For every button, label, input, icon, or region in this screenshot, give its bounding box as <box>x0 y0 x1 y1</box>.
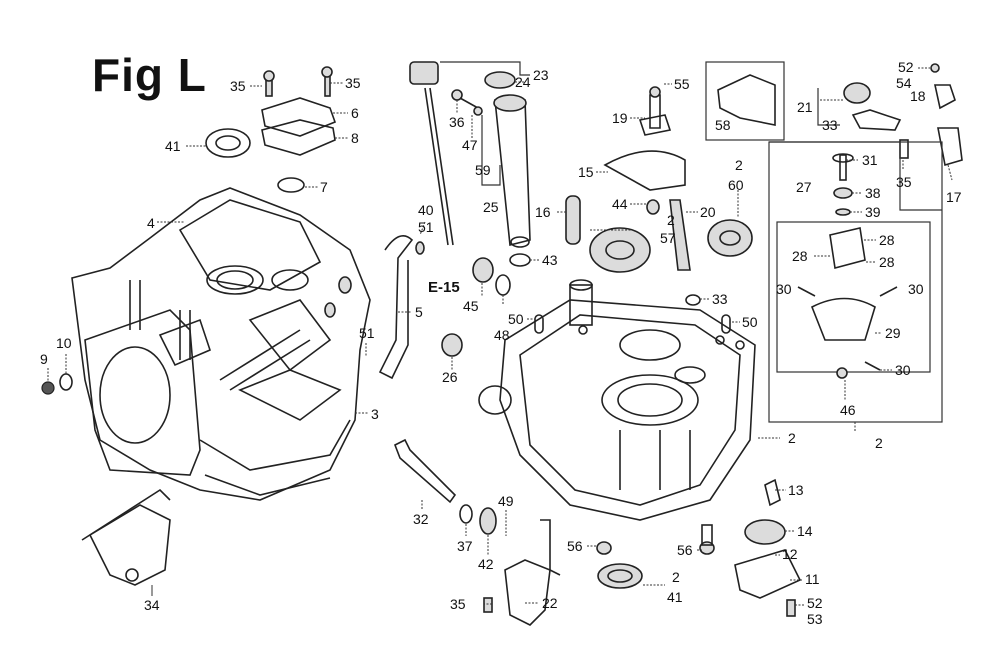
callout: 53 <box>807 611 823 627</box>
callout: 28 <box>879 232 895 248</box>
callout: 54 <box>896 75 912 91</box>
callout: 23 <box>533 67 549 83</box>
callout: 33 <box>712 291 728 307</box>
callout: 3 <box>371 406 379 422</box>
callout: 2 <box>875 435 883 451</box>
callout: 50 <box>508 311 524 327</box>
callout: 48 <box>494 327 510 343</box>
breather-cover-parts <box>41 66 337 586</box>
callout: 24 <box>515 74 531 90</box>
callout: 42 <box>478 556 494 572</box>
oil-filler-assembly <box>378 61 581 380</box>
callout: 19 <box>612 110 628 126</box>
callout: 46 <box>840 402 856 418</box>
callout: 28 <box>879 254 895 270</box>
callout: 4 <box>147 215 155 231</box>
callout: 30 <box>895 362 911 378</box>
callout: 8 <box>351 130 359 146</box>
callout: 2 <box>667 212 675 228</box>
callout: 12 <box>782 546 798 562</box>
crankcase-cover <box>478 279 756 521</box>
callout: 30 <box>776 281 792 297</box>
callout: 13 <box>788 482 804 498</box>
callout: 28 <box>792 248 808 264</box>
callout: 51 <box>359 325 375 341</box>
callout: 2 <box>735 157 743 173</box>
callout: 35 <box>230 78 246 94</box>
callout: 43 <box>542 252 558 268</box>
leader-lines <box>47 61 953 606</box>
callout: 9 <box>40 351 48 367</box>
callout: 35 <box>896 174 912 190</box>
callout: 34 <box>144 597 160 613</box>
callout: 17 <box>946 189 962 205</box>
callout: 22 <box>542 595 558 611</box>
callout: 35 <box>450 596 466 612</box>
callout: 59 <box>475 162 491 178</box>
callout: 37 <box>457 538 473 554</box>
callout: 20 <box>700 204 716 220</box>
callout: 2 <box>672 569 680 585</box>
callout: 30 <box>908 281 924 297</box>
callout: 10 <box>56 335 72 351</box>
callout: 26 <box>442 369 458 385</box>
reference-label: E-15 <box>428 279 460 296</box>
callout: 2 <box>788 430 796 446</box>
callout: 45 <box>463 298 479 314</box>
callout: 36 <box>449 114 465 130</box>
callout: 6 <box>351 105 359 121</box>
callout: 49 <box>498 493 514 509</box>
callout: 33 <box>822 117 838 133</box>
callout: 41 <box>667 589 683 605</box>
callout: 40 <box>418 202 434 218</box>
callout: 31 <box>862 152 878 168</box>
gear-plate-parts <box>589 61 785 334</box>
callout: 21 <box>797 99 813 115</box>
cylinder-block <box>71 187 371 501</box>
figure-title: Fig L <box>92 49 207 101</box>
callout: 56 <box>567 538 583 554</box>
callout: 52 <box>807 595 823 611</box>
callout: 44 <box>612 196 628 212</box>
callout: 16 <box>535 204 551 220</box>
callout: 39 <box>865 204 881 220</box>
callout: 56 <box>677 542 693 558</box>
callout: 5 <box>415 304 423 320</box>
callout: 55 <box>674 76 690 92</box>
lower-parts <box>393 438 715 626</box>
callout: 32 <box>413 511 429 527</box>
callout: 60 <box>728 177 744 193</box>
callout: 7 <box>320 179 328 195</box>
callout: 38 <box>865 185 881 201</box>
callout: 11 <box>805 571 820 587</box>
callout: 57 <box>660 230 676 246</box>
governor-assembly <box>734 63 963 617</box>
callout: 41 <box>165 138 181 154</box>
callout: 58 <box>715 117 731 133</box>
callout-labels: 35 35 6 8 41 7 4 9 10 51 3 34 23 24 36 4… <box>40 59 962 627</box>
callout: 51 <box>418 219 434 235</box>
callout: 47 <box>462 137 478 153</box>
callout: 29 <box>885 325 901 341</box>
callout: 18 <box>910 88 926 104</box>
callout: 52 <box>898 59 914 75</box>
callout: 27 <box>796 179 812 195</box>
callout: 15 <box>578 164 594 180</box>
callout: 14 <box>797 523 813 539</box>
callout: 35 <box>345 75 361 91</box>
callout: 50 <box>742 314 758 330</box>
callout: 25 <box>483 199 499 215</box>
